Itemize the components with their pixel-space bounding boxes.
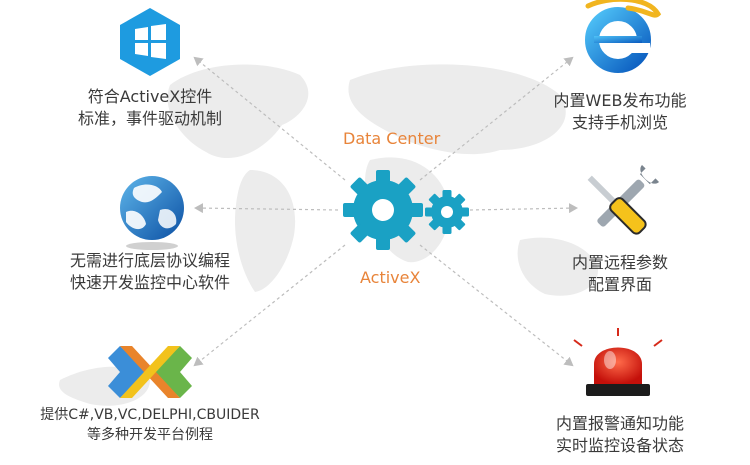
wrench-screwdriver-icon [587, 164, 660, 235]
node-label-no-protocol: 无需进行底层协议编程 快速开发监控中心软件 [50, 250, 250, 294]
node-label-line: 符合ActiveX控件 [87, 87, 213, 106]
windows-logo-icon [120, 8, 180, 76]
node-label-line: 配置界面 [587, 275, 652, 294]
arrow-to-languages [193, 244, 346, 367]
globe-icon [120, 176, 184, 250]
arrow-to-web-publish [419, 56, 574, 181]
node-label-line: 内置WEB发布功能 [553, 91, 687, 110]
alarm-siren-icon [573, 328, 663, 396]
node-label-line: 实时监控设备状态 [555, 436, 684, 455]
node-label-line: 快速开发监控中心软件 [69, 273, 230, 292]
arrow-to-alarm [419, 244, 574, 367]
node-label-web-publish: 内置WEB发布功能 支持手机浏览 [520, 90, 720, 134]
node-label-remote-config: 内置远程参数 配置界面 [520, 252, 720, 296]
node-label-line: 无需进行底层协议编程 [69, 251, 230, 270]
node-label-activex-control: 符合ActiveX控件 标准，事件驱动机制 [50, 86, 250, 130]
internet-explorer-icon [585, 0, 662, 73]
node-label-line: 内置远程参数 [571, 253, 668, 272]
arrow-to-activex-control [193, 56, 346, 181]
connector-arrows [193, 56, 578, 367]
arrow-to-remote-config [469, 203, 578, 214]
visual-studio-icon [108, 346, 192, 398]
node-label-line: 支持手机浏览 [571, 113, 668, 132]
center-gears-icon [343, 170, 469, 250]
center-bottom-label: ActiveX [360, 268, 421, 287]
center-top-label: Data Center [343, 129, 441, 148]
node-label-alarm: 内置报警通知功能 实时监控设备状态 [520, 413, 720, 457]
node-label-line: 内置报警通知功能 [555, 414, 684, 433]
node-label-line: 标准，事件驱动机制 [77, 109, 222, 128]
node-label-languages: 提供C#,VB,VC,DELPHI,CBUIDER 等多种开发平台例程 [20, 405, 280, 445]
node-label-line: 等多种开发平台例程 [87, 427, 213, 443]
node-label-line: 提供C#,VB,VC,DELPHI,CBUIDER [40, 407, 260, 423]
